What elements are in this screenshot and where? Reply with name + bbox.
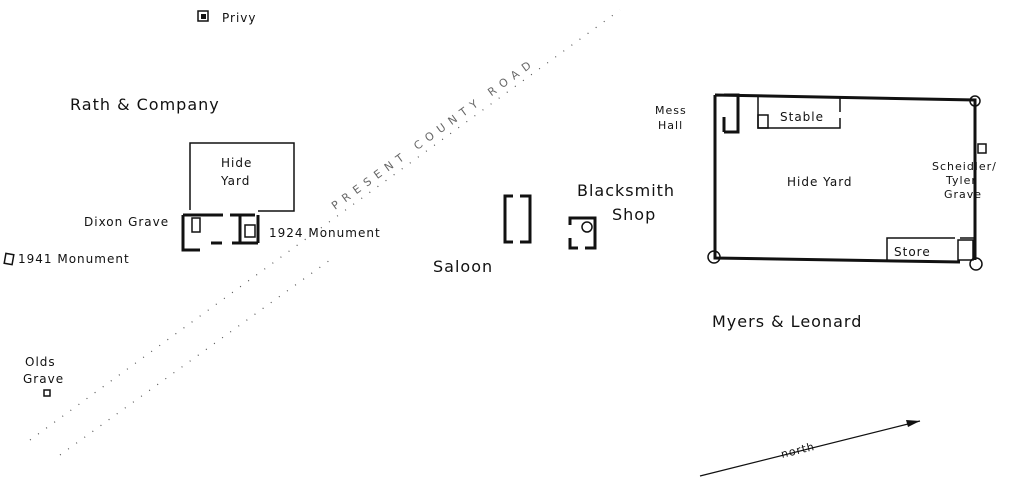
monument-1924-marker: [244, 224, 256, 238]
monument-1924-label: 1924 Monument: [269, 226, 381, 240]
privy-fill: [201, 14, 206, 19]
privy-label: Privy: [222, 11, 257, 25]
stable-structure: [757, 97, 841, 129]
rath-hide-yard: [189, 142, 295, 212]
saloon-label: Saloon: [433, 257, 493, 276]
dixon-grave-marker: [191, 217, 201, 233]
olds-grave-label-1: Olds: [25, 355, 56, 369]
saloon-structure: [503, 194, 532, 244]
monument-1941-label: 1941 Monument: [18, 252, 130, 266]
privy-structure: [197, 10, 209, 22]
bastion-nw: [707, 250, 721, 264]
myers-hide-yard-walls: [713, 93, 977, 264]
north-label: north: [780, 440, 817, 461]
mess-hall-label-2: Hall: [658, 119, 683, 132]
scheidler-label-1: Scheidler/: [932, 160, 997, 173]
store-structure: [886, 237, 975, 260]
mess-hall-structure: [722, 93, 740, 134]
scheidler-grave-marker: [977, 143, 987, 154]
mess-hall-label-1: Mess: [655, 104, 687, 117]
blacksmith-structure: [568, 216, 597, 250]
hide-yard-left-label: Hide: [221, 156, 252, 170]
rath-company-label: Rath & Company: [70, 95, 220, 114]
myers-leonard-label: Myers & Leonard: [712, 312, 862, 331]
olds-grave-marker: [43, 389, 51, 397]
bastion-ne: [969, 95, 981, 107]
scheidler-label-2: Tyler: [945, 174, 977, 187]
blacksmith-label-2: Shop: [612, 205, 656, 224]
county-road-edge: [59, 259, 331, 456]
stable-room: [757, 114, 769, 129]
hide-yard-right-label: Hide Yard: [787, 175, 853, 189]
scheidler-label-3: Grave: [944, 188, 982, 201]
bastion-se: [969, 257, 983, 271]
north-arrow-head: [906, 420, 920, 427]
rath-buildings: [181, 213, 260, 252]
hide-yard-left-label-2: Yard: [220, 174, 250, 188]
store-label: Store: [894, 245, 931, 259]
dixon-grave-label: Dixon Grave: [84, 215, 169, 229]
store-room: [957, 239, 974, 261]
stable-label: Stable: [780, 110, 824, 124]
olds-grave-label-2: Grave: [23, 372, 64, 386]
blacksmith-label-1: Blacksmith: [577, 181, 675, 200]
monument-1941-marker: [3, 252, 15, 266]
road-label: PRESENT COUNTY ROAD: [329, 55, 538, 212]
north-arrow-line: [699, 420, 921, 477]
forge-circle: [581, 221, 593, 233]
